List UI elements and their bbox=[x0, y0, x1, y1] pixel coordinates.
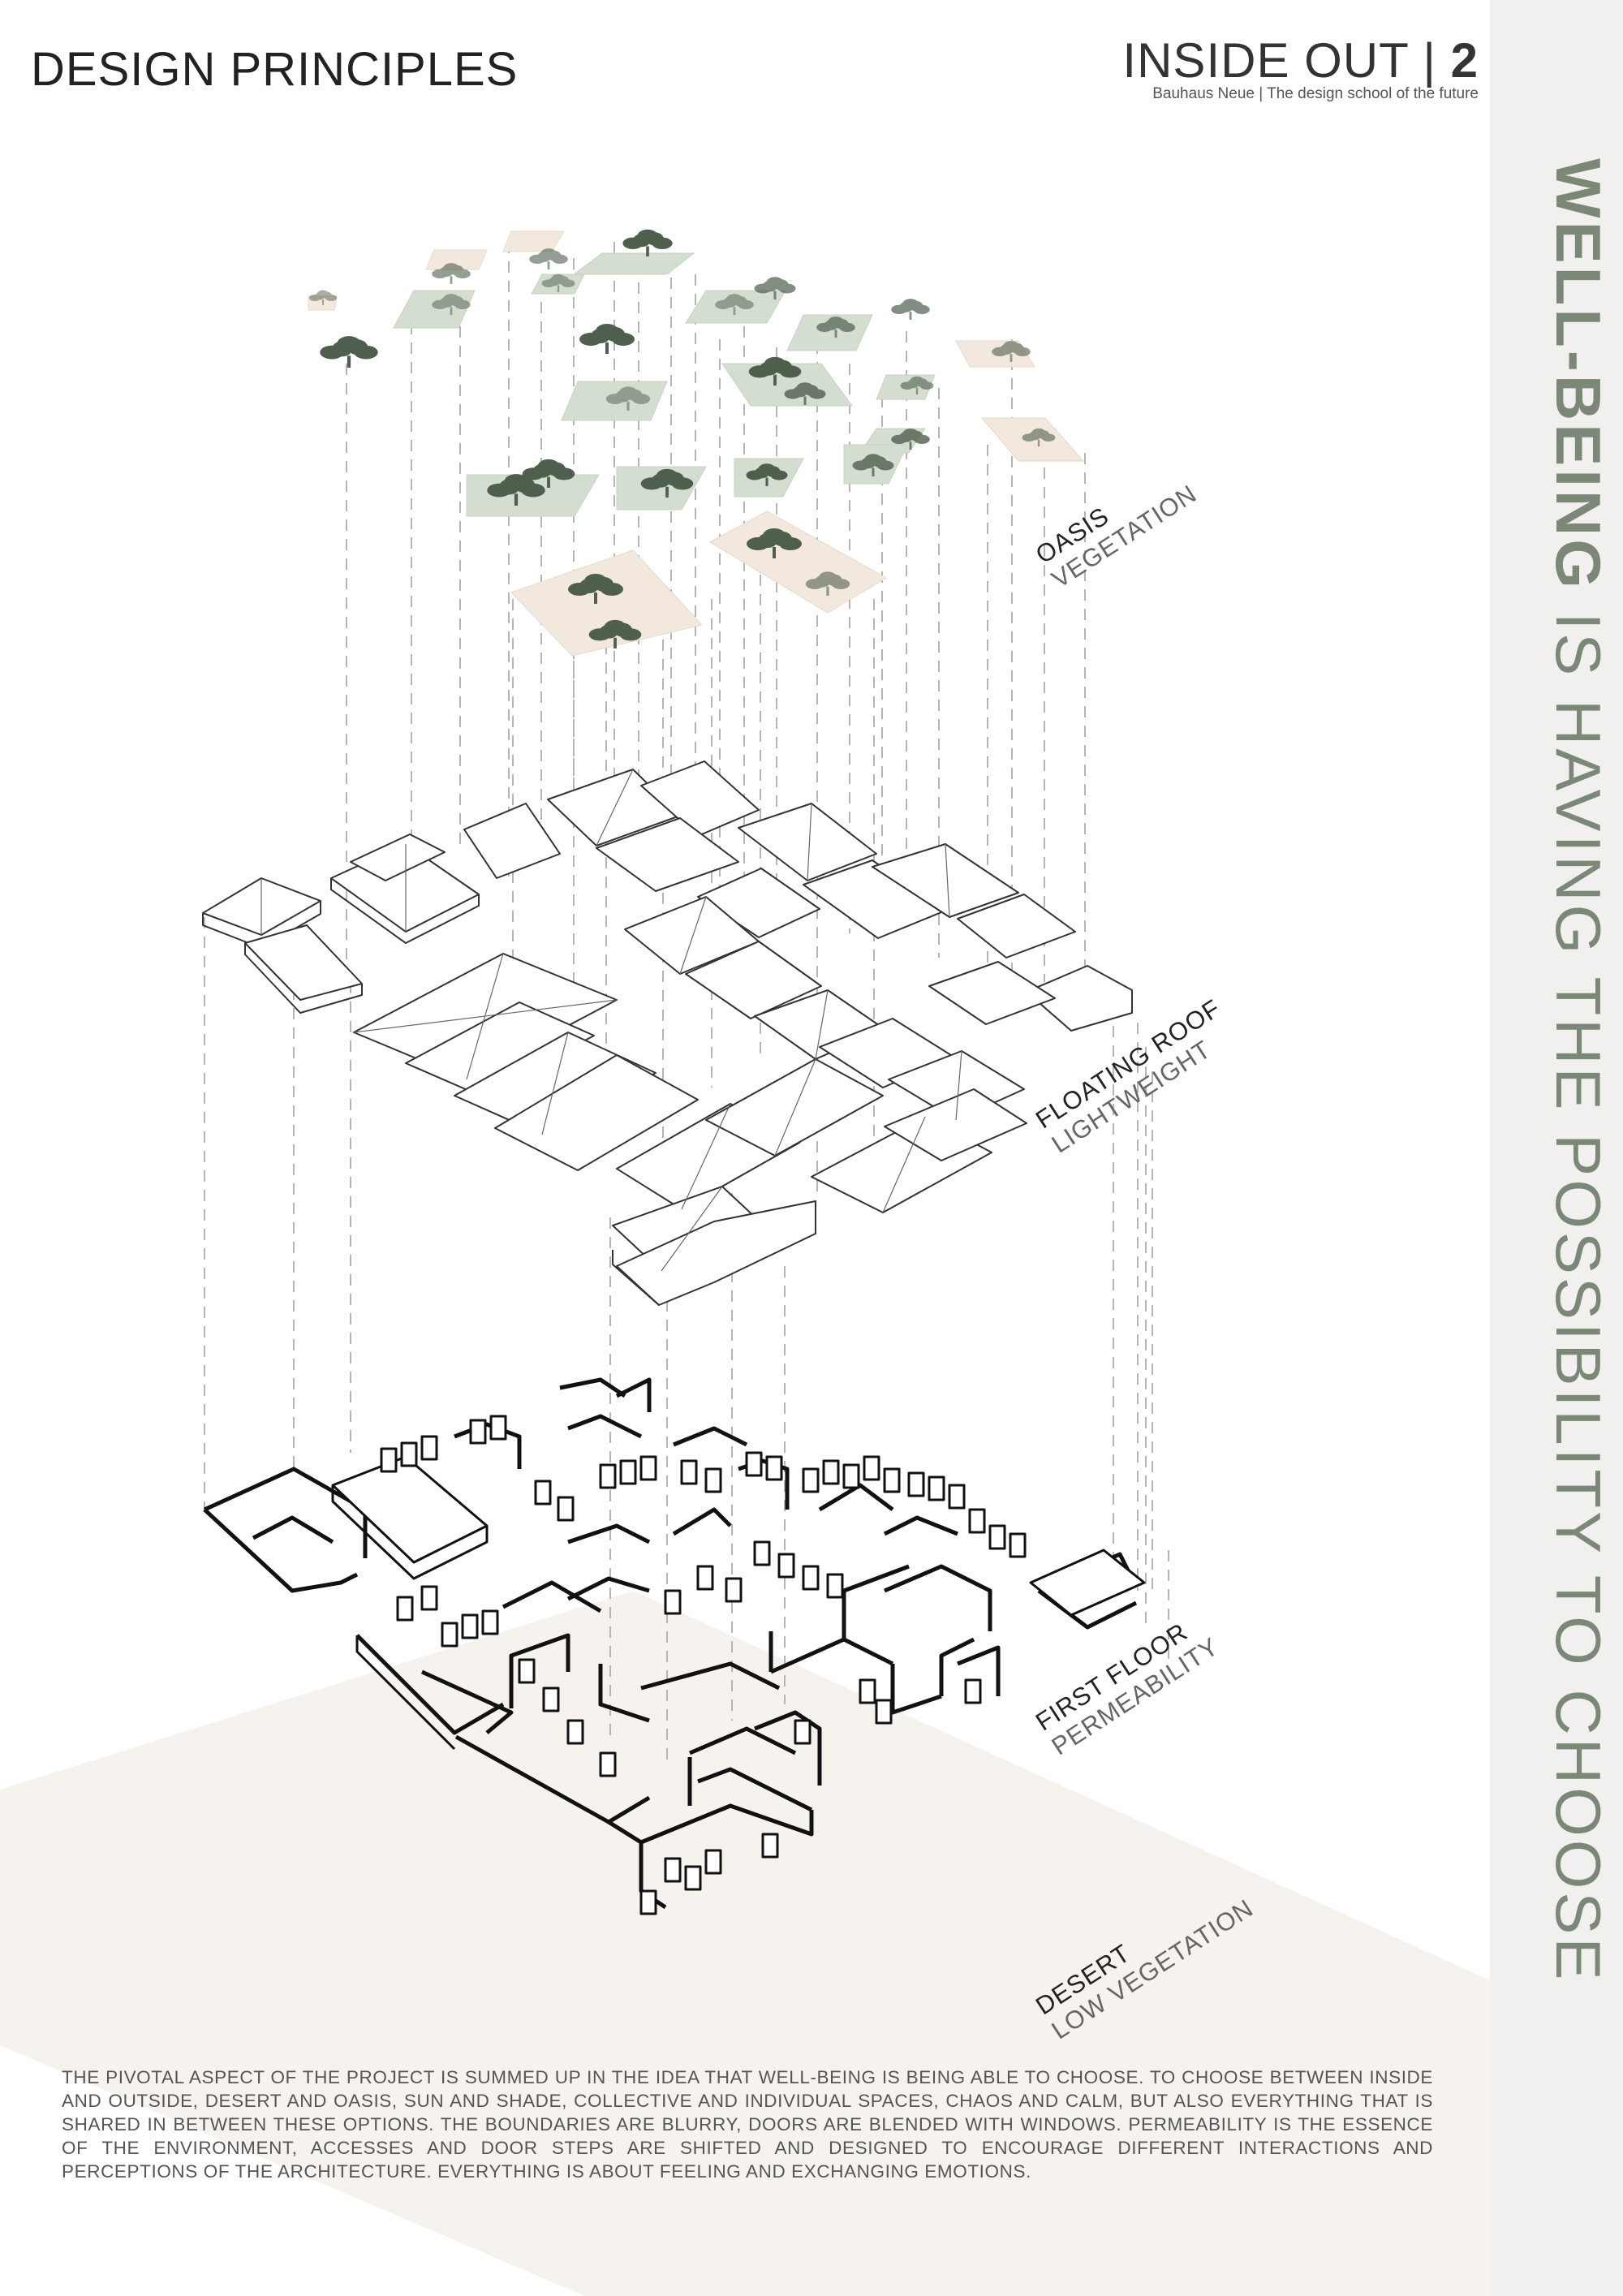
brand-name-line: INSIDE OUT | 2 bbox=[1122, 32, 1479, 88]
brand-name: INSIDE OUT | bbox=[1122, 33, 1451, 88]
page-number: 2 bbox=[1450, 33, 1479, 88]
brand-subtitle: Bauhaus Neue | The design school of the … bbox=[1152, 85, 1479, 102]
label-guide-lines bbox=[1152, 1071, 1169, 1664]
sidebar-band bbox=[1490, 0, 1623, 2296]
description-paragraph: The pivotal aspect of the project is sum… bbox=[62, 2067, 1433, 2182]
brand-block: INSIDE OUT | 2 Bauhaus Neue | The design… bbox=[1122, 32, 1479, 103]
oasis-layer bbox=[308, 229, 1085, 657]
first-floor-layer bbox=[203, 1377, 1146, 1915]
page-title: DESIGN PRINCIPLES bbox=[31, 43, 519, 96]
desert-ground bbox=[0, 1591, 1490, 2296]
floating-roof-layer bbox=[202, 760, 1133, 1306]
